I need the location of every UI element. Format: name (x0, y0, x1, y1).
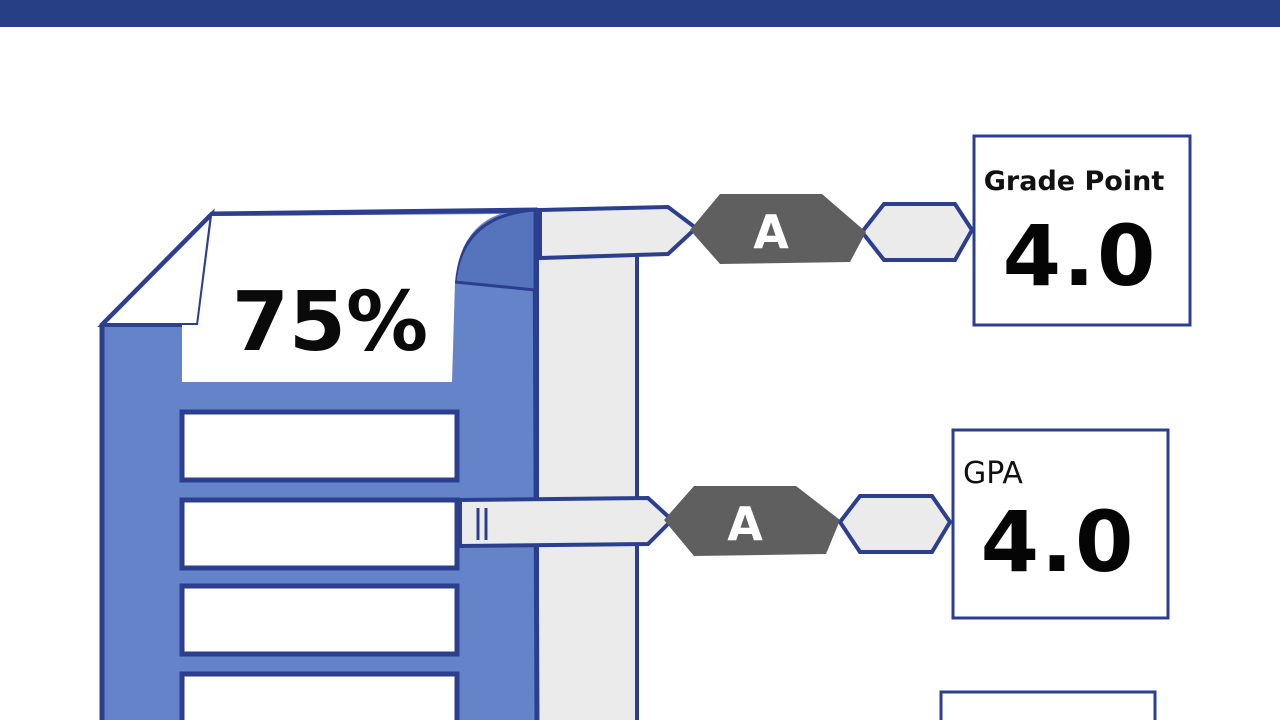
percentage-value: 75% (232, 275, 428, 370)
result-box-label: Grade Point (984, 166, 1165, 197)
pipe-segment (458, 495, 675, 549)
document-field-row (179, 583, 460, 657)
result-box-grade-point (972, 134, 1192, 327)
connector-middle (458, 486, 953, 556)
top-banner (0, 0, 1280, 27)
grade-badge (690, 194, 866, 264)
pipe-segment (538, 204, 700, 261)
result-box-value: 4.0 (1003, 207, 1158, 305)
percentage-panel (182, 214, 500, 382)
result-box-partial (939, 690, 1157, 720)
result-box-value: 4.0 (981, 493, 1136, 591)
grade-badge (664, 486, 840, 556)
connector-top (538, 194, 975, 264)
result-box-gpa (951, 428, 1170, 620)
pipe-segment (859, 202, 975, 262)
result-box-label: GPA (963, 456, 1023, 491)
grade-letter: A (727, 497, 763, 551)
document-field-row (179, 409, 460, 483)
pipe-segment (837, 494, 953, 554)
grade-letter: A (753, 205, 789, 259)
document-field-row (179, 497, 460, 571)
vertical-pipe (535, 208, 639, 720)
document-field-row (179, 671, 460, 720)
document-icon (97, 207, 540, 720)
